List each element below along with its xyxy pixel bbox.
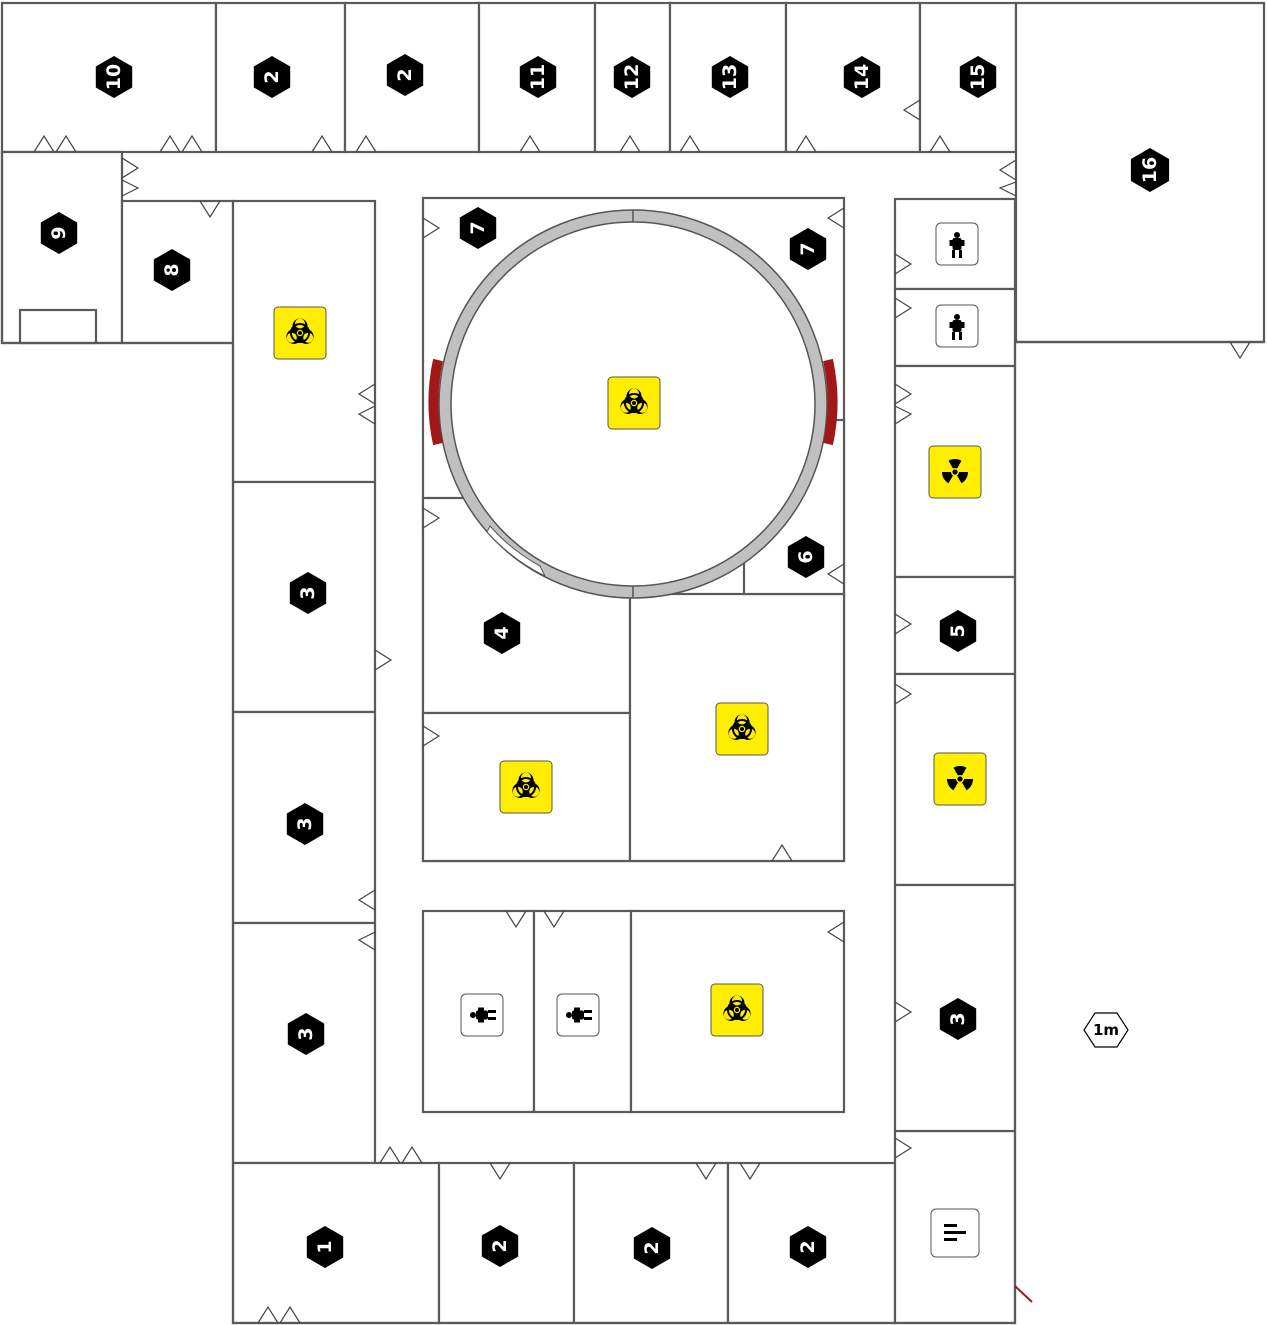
room-number-text: 13 xyxy=(719,64,741,90)
room-number-label: 4 xyxy=(483,612,521,654)
cafeteria-icon xyxy=(930,1208,980,1258)
room-number-label: 3 xyxy=(286,803,324,845)
room-number-label: 14 xyxy=(843,56,881,98)
room-number-hexagon xyxy=(459,207,497,249)
room-number-label: 7 xyxy=(459,207,497,249)
room-number-hexagon xyxy=(287,1013,325,1055)
room-number-hexagon xyxy=(519,56,557,98)
biohazard-icon xyxy=(499,760,553,814)
room-number-text: 9 xyxy=(48,226,70,239)
room-number-label: 13 xyxy=(711,56,749,98)
room-number-hexagon xyxy=(286,803,324,845)
room-number-hexagon xyxy=(939,610,977,652)
room-number-label: 2 xyxy=(789,1226,827,1268)
room-number-text: 2 xyxy=(261,70,283,83)
room-number-text: 7 xyxy=(467,221,489,234)
room-number-label: 2 xyxy=(253,56,291,98)
room-number-label: 16 xyxy=(1130,148,1170,192)
room-number-text: 3 xyxy=(295,1027,317,1040)
room-number-hexagon xyxy=(787,536,825,578)
room-15[interactable] xyxy=(918,1,1018,154)
room-number-text: 10 xyxy=(103,64,125,90)
room-number-label: 15 xyxy=(959,56,997,98)
room-number-hexagon xyxy=(843,56,881,98)
room-number-text: 1 xyxy=(314,1240,336,1253)
room-number-text: 2 xyxy=(797,1240,819,1253)
room-number-hexagon xyxy=(289,572,327,614)
room-number-text: 11 xyxy=(527,64,549,90)
room-number-hexagon xyxy=(633,1227,671,1269)
room-9-alcove xyxy=(18,308,98,345)
room-number-text: 14 xyxy=(851,64,873,90)
restroom-icon xyxy=(935,304,979,348)
room-number-text: 2 xyxy=(394,68,416,81)
room-number-label: 2 xyxy=(386,54,424,96)
restroom-icon xyxy=(556,993,600,1037)
room-number-text: 8 xyxy=(161,263,183,276)
radiation-icon xyxy=(928,445,982,499)
radiation-icon xyxy=(933,752,987,806)
room-number-hexagon xyxy=(153,249,191,291)
room-number-hexagon xyxy=(613,56,651,98)
room-number-label: 5 xyxy=(939,610,977,652)
room-number-text: 2 xyxy=(641,1241,663,1254)
room-number-label: 8 xyxy=(153,249,191,291)
biohazard-icon xyxy=(607,376,661,430)
scale-label: 1m xyxy=(1093,1021,1119,1039)
room-number-hexagon xyxy=(95,56,133,98)
room-number-label: 3 xyxy=(939,998,977,1040)
room-number-hexagon xyxy=(481,1225,519,1267)
room-number-hexagon xyxy=(253,56,291,98)
biohazard-icon xyxy=(710,983,764,1037)
room-number-hexagon xyxy=(939,998,977,1040)
room-number-text: 7 xyxy=(797,242,819,255)
room-number-hexagon xyxy=(386,54,424,96)
room-number-label: 12 xyxy=(613,56,651,98)
room-number-label: 3 xyxy=(287,1013,325,1055)
room-number-hexagon xyxy=(1130,148,1170,192)
room-number-hexagon xyxy=(711,56,749,98)
room-number-text: 3 xyxy=(947,1012,969,1025)
room-number-label: 6 xyxy=(787,536,825,578)
room-number-text: 3 xyxy=(294,817,316,830)
room-number-text: 12 xyxy=(621,64,643,90)
room-number-hexagon xyxy=(789,228,827,270)
room-number-text: 3 xyxy=(297,586,319,599)
room-number-text: 4 xyxy=(491,626,513,639)
room-number-hexagon xyxy=(959,56,997,98)
room-number-text: 15 xyxy=(967,64,989,90)
room-number-label: 2 xyxy=(481,1225,519,1267)
room-number-label: 9 xyxy=(40,212,78,254)
room-number-label: 3 xyxy=(289,572,327,614)
room-number-text: 2 xyxy=(489,1239,511,1252)
room-number-label: 7 xyxy=(789,228,827,270)
room-number-label: 1 xyxy=(306,1226,344,1268)
restroom-icon xyxy=(460,993,504,1037)
scale-marker: 1m xyxy=(1083,1012,1129,1048)
room-number-hexagon xyxy=(306,1226,344,1268)
room-number-label: 10 xyxy=(95,56,133,98)
doors-layer xyxy=(33,99,1251,1324)
room-number-text: 6 xyxy=(795,550,817,563)
hazard-icons-layer xyxy=(273,222,987,1258)
room-number-hexagon xyxy=(40,212,78,254)
biohazard-icon xyxy=(273,306,327,360)
room-number-text: 5 xyxy=(947,624,969,637)
biohazard-icon xyxy=(715,702,769,756)
restroom-icon xyxy=(935,222,979,266)
room-number-hexagon xyxy=(789,1226,827,1268)
room-number-text: 16 xyxy=(1139,157,1161,183)
room-number-hexagon xyxy=(483,612,521,654)
room-number-label: 2 xyxy=(633,1227,671,1269)
room-number-label: 11 xyxy=(519,56,557,98)
